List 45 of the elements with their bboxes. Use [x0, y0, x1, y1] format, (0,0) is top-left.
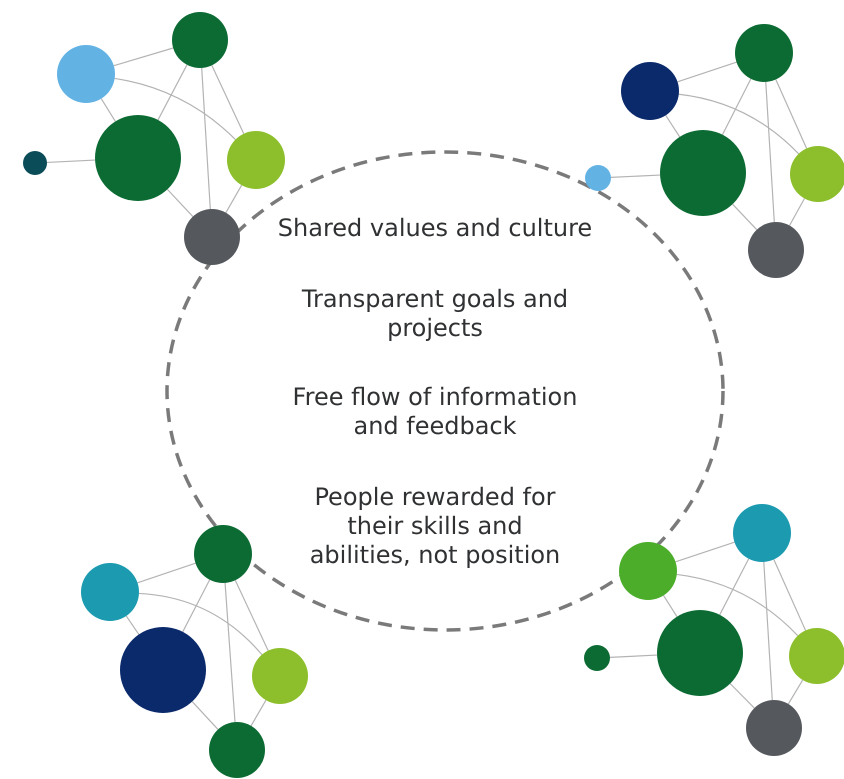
- connector-line: [192, 701, 218, 730]
- statement-text: Transparent goals and projects: [300, 285, 570, 343]
- connector-line: [224, 582, 236, 722]
- connector-line: [773, 559, 806, 631]
- connector-line: [663, 595, 678, 617]
- connector-line: [775, 79, 808, 149]
- network-dot: [790, 146, 844, 202]
- connector-line: [182, 579, 210, 632]
- connector-line: [157, 64, 188, 120]
- connector-line: [114, 78, 236, 140]
- connector-line: [788, 680, 804, 704]
- connector-line: [114, 47, 174, 66]
- statement-text: Free flow of information and feedback: [292, 383, 578, 441]
- connector-line: [719, 558, 750, 616]
- connector-line: [166, 188, 194, 217]
- network-dot: [227, 131, 285, 189]
- connector-line: [126, 616, 140, 635]
- connector-line: [610, 174, 660, 178]
- network-dot: [789, 628, 844, 684]
- connector-line: [789, 198, 805, 226]
- connector-line: [100, 98, 116, 122]
- connector-line: [665, 115, 680, 138]
- statement-text: People rewarded for their skills and abilities, not position: [308, 483, 562, 570]
- connector-line: [677, 62, 737, 82]
- connector-line: [225, 184, 242, 213]
- connector-line: [732, 204, 758, 230]
- connector-line: [765, 82, 775, 222]
- statement-text: Shared values and culture: [276, 214, 594, 243]
- connector-line: [678, 94, 800, 154]
- network-dot: [584, 645, 610, 671]
- connector-line: [46, 159, 96, 164]
- connector-line: [234, 580, 269, 651]
- network-dot: [585, 165, 611, 191]
- connector-line: [250, 700, 266, 726]
- network-dot: [23, 151, 47, 175]
- connector-line: [675, 542, 735, 562]
- connector-line: [211, 65, 244, 134]
- connector-line: [676, 574, 798, 636]
- connector-line: [610, 654, 658, 658]
- connector-line: [730, 683, 755, 708]
- connector-line: [722, 78, 752, 135]
- connector-line: [137, 562, 196, 584]
- connector-line: [763, 562, 773, 700]
- connector-line: [138, 592, 262, 656]
- connector-line: [201, 68, 211, 210]
